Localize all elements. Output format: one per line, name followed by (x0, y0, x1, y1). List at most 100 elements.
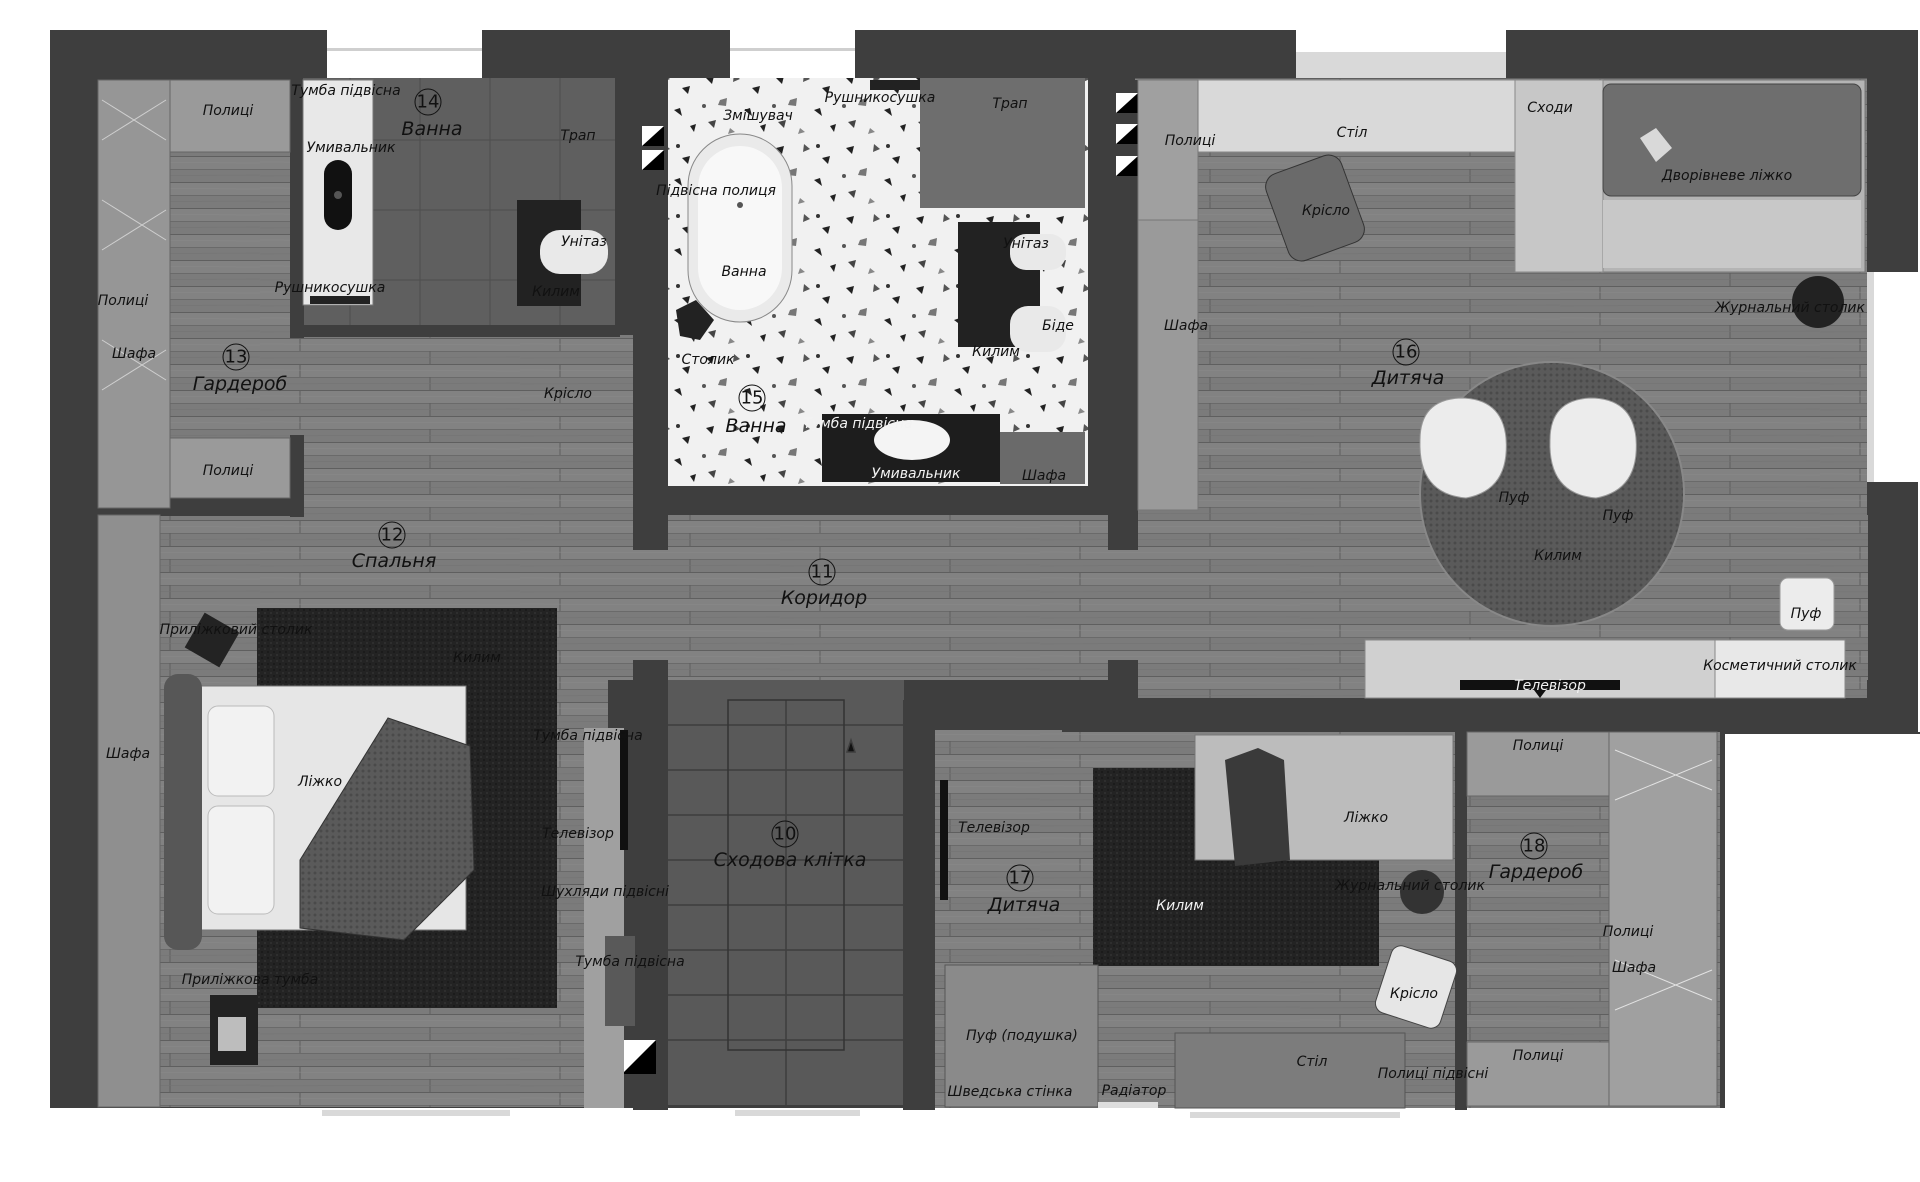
door-corner-icon (622, 93, 1138, 1074)
label-rug: Килим (972, 344, 1020, 360)
label-coffee-table: Журнальний столик (1714, 300, 1865, 316)
svg-text:Сходова клітка: Сходова клітка (714, 849, 867, 871)
label-shelves: Полиці (1513, 1048, 1564, 1064)
label-small-table: Столик (682, 352, 736, 368)
label-hanging-shelves: Полиці підвісні (1378, 1066, 1489, 1082)
stairs (668, 699, 904, 1105)
label-pouf: Пуф (1603, 508, 1634, 524)
room-13-label: 13 Гардероб (193, 343, 288, 395)
label-radiator: Радіатор (1102, 1083, 1167, 1099)
label-armchair: Крісло (1390, 986, 1438, 1002)
room-15-furniture (676, 80, 1085, 484)
label-shelves: Полиці (1603, 924, 1654, 940)
svg-text:13: 13 (225, 347, 248, 368)
label-armchair: Крісло (544, 386, 592, 402)
label-bidet: Біде (1042, 318, 1074, 334)
label-wardrobe: Шафа (1022, 468, 1066, 484)
label-armchair: Крісло (1302, 203, 1350, 219)
label-rug: Килим (1156, 898, 1204, 914)
label-towel-dryer: Рушникосушка (825, 90, 936, 106)
label-drain: Трап (560, 128, 595, 144)
label-wardrobe: Шафа (112, 346, 156, 362)
svg-text:Гардероб: Гардероб (193, 373, 288, 395)
doors (622, 93, 1138, 1074)
label-toilet: Унітаз (561, 234, 607, 250)
label-rug: Килим (453, 650, 501, 666)
svg-text:16: 16 (1395, 342, 1418, 363)
label-shelves: Полиці (203, 463, 254, 479)
room-14-label: 14 Ванна (401, 88, 463, 140)
label-shelves: Полиці (1513, 738, 1564, 754)
svg-text:10: 10 (774, 824, 797, 845)
label-hanging-cabinet: Тумба підвісна (533, 728, 642, 744)
svg-text:Гардероб: Гардероб (1489, 861, 1584, 883)
room-18-label: 18 Гардероб (1489, 832, 1584, 883)
label-mixer: Змішувач (723, 108, 793, 124)
label-tv: Телевізор (542, 826, 614, 842)
label-bedside-table: Приліжковий столик (160, 622, 313, 638)
svg-text:Коридор: Коридор (781, 587, 867, 609)
label-towel-dryer: Рушникосушка (275, 280, 386, 296)
room-16-label: 16 Дитяча (1371, 338, 1445, 389)
label-desk: Стіл (1297, 1054, 1328, 1070)
label-swedish-wall: Шведська стінка (948, 1084, 1073, 1100)
label-shelves: Полиці (1165, 133, 1216, 149)
svg-text:11: 11 (811, 562, 834, 583)
label-coffee-table: Журнальний столик (1334, 878, 1485, 894)
svg-text:15: 15 (741, 388, 764, 409)
room-labels: 10 Сходова клітка 11 Коридор 12 Спальня … (193, 88, 1584, 916)
room-13-furniture (97, 79, 291, 509)
label-dressing-table: Косметичний столик (1703, 658, 1857, 674)
label-tv: Телевізор (1514, 678, 1586, 694)
room-11-label: 11 Коридор (781, 558, 867, 609)
label-rug: Килим (1534, 548, 1582, 564)
svg-text:Дитяча: Дитяча (1371, 367, 1445, 389)
label-wardrobe: Шафа (1612, 960, 1656, 976)
label-hanging-drawers: Шухляди підвісні (541, 884, 669, 900)
room-16-furniture (1137, 79, 1866, 699)
label-stairs: Сходи (1527, 100, 1572, 116)
room-10-label: 10 Сходова клітка (714, 820, 867, 871)
svg-text:17: 17 (1009, 868, 1032, 889)
room-18-furniture (1466, 731, 1718, 1107)
room-17-label: 17 Дитяча (987, 864, 1061, 916)
label-pouf: Пуф (1499, 490, 1530, 506)
label-bed: Ліжко (1343, 810, 1388, 826)
room-17-furniture (940, 734, 1458, 1109)
label-rug: Килим (532, 284, 580, 300)
svg-text:Дитяча: Дитяча (987, 894, 1061, 916)
label-washbasin: Умивальник (872, 466, 961, 482)
label-hanging-cabinet: Тумба підвісна (803, 416, 912, 432)
label-pouf: Пуф (1791, 606, 1822, 622)
label-desk: Стіл (1337, 125, 1368, 141)
room-14-furniture (302, 79, 608, 306)
label-hanging-cabinet: Тумба підвісна (575, 954, 684, 970)
label-drain: Трап (992, 96, 1027, 112)
label-shelves: Полиці (98, 293, 149, 309)
label-bedside-cabinet: Приліжкова тумба (182, 972, 318, 988)
svg-text:Спальня: Спальня (352, 550, 437, 572)
label-toilet: Унітаз (1003, 236, 1049, 252)
interior-walls (98, 80, 1722, 1110)
windows (322, 30, 1918, 1152)
label-bed: Ліжко (297, 774, 342, 790)
label-bathtub: Ванна (721, 264, 766, 280)
svg-text:12: 12 (381, 525, 404, 546)
label-hanging-shelf: Підвісна полиця (656, 183, 776, 199)
label-wardrobe: Шафа (1164, 318, 1208, 334)
room-12-label: 12 Спальня (352, 521, 437, 572)
label-tv: Телевізор (958, 820, 1030, 836)
room-15-label: 15 Ванна (725, 384, 787, 437)
label-wardrobe: Шафа (106, 746, 150, 762)
svg-text:18: 18 (1523, 836, 1546, 857)
svg-text:Ванна: Ванна (725, 415, 786, 437)
svg-text:14: 14 (417, 92, 440, 113)
room-12-furniture (97, 514, 635, 1108)
label-washbasin: Умивальник (307, 140, 396, 156)
furniture-labels: Полиці Полиці Шафа Полиці Тумба підвісна… (98, 83, 1866, 1100)
svg-text:Ванна: Ванна (401, 118, 462, 140)
label-bunk-bed: Дворівневе ліжко (1661, 168, 1792, 184)
label-hanging-cabinet: Тумба підвісна (291, 83, 400, 99)
label-pouf-cushion: Пуф (подушка) (966, 1028, 1078, 1044)
